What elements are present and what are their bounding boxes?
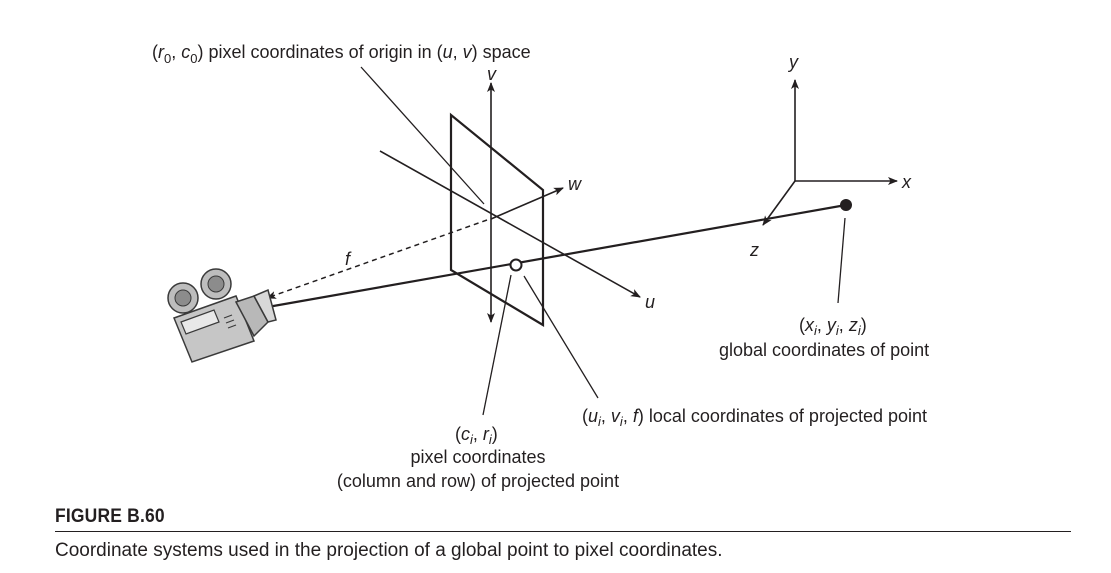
local-leader-line: [523, 275, 599, 399]
figure-caption: Coordinate systems used in the projectio…: [55, 540, 723, 561]
global-point-coords: (xi, yi, zi): [799, 315, 867, 338]
figure-title: FIGURE B.60: [55, 506, 165, 527]
u-axis-label: u: [645, 292, 655, 312]
projected-point: [509, 258, 523, 272]
origin-leader-line: [360, 66, 485, 205]
global-point-desc: global coordinates of point: [719, 340, 929, 360]
pixel-desc-line1: pixel coordinates: [410, 447, 545, 467]
caption-divider: [55, 531, 1071, 532]
projection-diagram: (r0, c0) pixel coordinates of origin in …: [152, 42, 929, 491]
pixel-coords-label: (ci, ri): [455, 424, 498, 447]
image-plane: [449, 112, 545, 327]
global-z-label: z: [749, 240, 759, 260]
f-label: f: [345, 249, 352, 269]
focal-length-dashed-line: [266, 219, 488, 299]
origin-label: (r0, c0) pixel coordinates of origin in …: [152, 42, 531, 66]
pixel-desc-line2: (column and row) of projected point: [337, 471, 619, 491]
v-axis-label: v: [487, 64, 497, 84]
projection-ray: [261, 203, 847, 310]
pixel-leader-line: [482, 274, 512, 416]
w-axis: [490, 187, 564, 220]
global-leader-line: [837, 217, 846, 304]
global-x-label: x: [901, 172, 912, 192]
camera-icon: [167, 268, 277, 363]
local-coords-label: (ui, vi, f) local coordinates of project…: [582, 406, 927, 429]
global-point: [840, 199, 852, 211]
global-z-axis: [762, 180, 796, 226]
u-axis: [379, 150, 641, 298]
global-y-label: y: [787, 52, 799, 72]
w-axis-label: w: [568, 174, 582, 194]
